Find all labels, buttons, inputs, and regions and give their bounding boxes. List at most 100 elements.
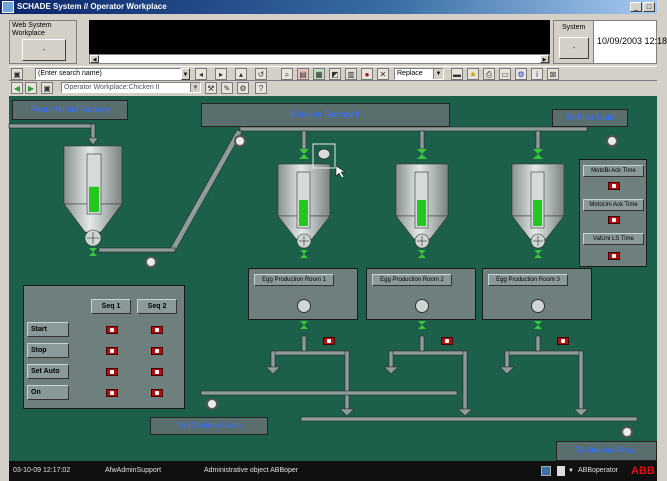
stop-row-label: Stop (27, 343, 69, 358)
from-pellets-label[interactable]: From Pellets Factory (12, 100, 128, 120)
seq1-start-toggle[interactable] (106, 326, 118, 334)
find-icon[interactable]: ⌕ (281, 68, 293, 80)
aspect-icon[interactable]: ⚒ (205, 82, 217, 94)
event-list-icon[interactable]: ▦ (313, 68, 325, 80)
to-fish-tank-label[interactable]: To Fish Tank (552, 109, 628, 127)
motobi-ack-time-button[interactable]: MotoBi Ack Time (583, 165, 644, 177)
seq2-on-toggle[interactable] (151, 389, 163, 397)
egg-room-2[interactable]: Egg Production Room 2 (366, 268, 476, 320)
window-title: SCHADE System // Operator Workplace (17, 2, 167, 11)
toolbar-row-2: ◀ ▶ ▣ Operator Workplace:Chicken II▼ ⚒ ✎… (9, 81, 657, 95)
alarm-list-icon[interactable]: ▤ (297, 68, 309, 80)
workplace-button[interactable]: - (22, 39, 66, 61)
sequence-panel: Seq 1 Seq 2 Start Stop Set Auto On (23, 285, 185, 409)
trend-icon[interactable]: ◩ (329, 68, 341, 80)
help-icon[interactable]: ? (255, 82, 267, 94)
valuni-status-icon[interactable] (608, 252, 620, 260)
silo-level-bar (417, 200, 426, 226)
silo-level-bar (89, 186, 99, 212)
room-2-fan-icon[interactable] (415, 299, 429, 313)
motouni-ack-time-button[interactable]: MotoUni Ack Time (583, 199, 644, 211)
display-icon[interactable]: ▭ (499, 68, 511, 80)
settings-icon[interactable]: ⚙ (515, 68, 527, 80)
system-label: System (562, 24, 586, 31)
endpoint-marker (145, 256, 157, 268)
nav-forward-icon[interactable]: ▶ (25, 82, 37, 94)
egg-room-2-label[interactable]: Egg Production Room 2 (372, 274, 452, 286)
replace-dropdown-icon[interactable]: ▼ (433, 69, 443, 79)
seq-2-header: Seq 2 (137, 299, 177, 314)
motobi-status-icon[interactable] (608, 182, 620, 190)
system-button[interactable]: - (559, 37, 589, 59)
alarm-banner (89, 20, 550, 54)
toolbar-row-1: ▣ (Enter search name) ▼ ◂ ▸ ▴ ↺ ⌕ ▤ ▦ ◩ … (9, 66, 657, 81)
seq1-on-toggle[interactable] (106, 389, 118, 397)
silence-icon[interactable]: ✕ (377, 68, 389, 80)
nav-back-icon[interactable]: ◀ (11, 82, 23, 94)
workplace-icon[interactable]: ▣ (41, 82, 53, 94)
egg-room-3-label[interactable]: Egg Production Room 3 (488, 274, 568, 286)
replace-select[interactable]: Replace▼ (394, 68, 444, 80)
status-bar: 03-10-09 12:17:02 AfwAdminSupport Admini… (9, 461, 657, 481)
valuni-ls-time-button[interactable]: ValUni LS Time (583, 233, 644, 245)
to-chicken-farm-label[interactable]: To Chicken Farm (150, 417, 268, 435)
start-row-label: Start (27, 322, 69, 337)
keyboard-icon[interactable] (541, 466, 551, 476)
process-graphic: From Pellets Factory Chicken Factory II … (8, 96, 657, 461)
endpoint-marker (621, 426, 633, 438)
favorites-icon[interactable]: ★ (467, 68, 479, 80)
object-browser-icon[interactable]: ▣ (11, 68, 23, 80)
seq2-start-toggle[interactable] (151, 326, 163, 334)
on-row-label: On (27, 385, 69, 400)
search-dropdown-button[interactable]: ▼ (181, 68, 190, 80)
web-system-workplace-panel: Web System Workplace - (9, 20, 77, 64)
forward-icon[interactable]: ▸ (215, 68, 227, 80)
motouni-status-icon[interactable] (608, 216, 620, 224)
egg-room-3[interactable]: Egg Production Room 3 (482, 268, 592, 320)
process-pipes (8, 123, 638, 422)
room-1-fan-icon[interactable] (297, 299, 311, 313)
up-icon[interactable]: ▴ (235, 68, 247, 80)
egg-room-1-label[interactable]: Egg Production Room 1 (254, 274, 334, 286)
acknowledge-icon[interactable]: ● (361, 68, 373, 80)
workplace-select[interactable]: Operator Workplace:Chicken II▼ (61, 82, 201, 93)
banner-scrollbar[interactable]: ◀ ▶ (89, 54, 550, 64)
back-icon[interactable]: ◂ (195, 68, 207, 80)
egg-room-1[interactable]: Egg Production Room 1 (248, 268, 358, 320)
endpoint-marker (234, 135, 246, 147)
scroll-left-button[interactable]: ◀ (90, 55, 99, 63)
room-1-status-icon[interactable] (323, 337, 335, 345)
history-icon[interactable]: ↺ (255, 68, 267, 80)
chicken-factory-label[interactable]: Chicken Factory II (201, 103, 450, 127)
system-datetime: 10/09/2003 12:18 (597, 36, 667, 46)
status-operator[interactable]: ABBoperator (578, 467, 619, 474)
silo-level-bar (299, 200, 308, 226)
seq1-set-auto-toggle[interactable] (106, 368, 118, 376)
maximize-button[interactable]: □ (643, 2, 655, 12)
close-view-icon[interactable]: ⊠ (547, 68, 559, 80)
seq-1-header: Seq 1 (91, 299, 131, 314)
to-omelet-label[interactable]: To Omelet Prod. (556, 441, 657, 461)
report-icon[interactable]: ▥ (345, 68, 357, 80)
user-dropdown-icon[interactable]: ▼ (568, 468, 574, 474)
room-2-status-icon[interactable] (441, 337, 453, 345)
workplace-dropdown-icon[interactable]: ▼ (190, 83, 200, 92)
scroll-right-button[interactable]: ▶ (540, 55, 549, 63)
seq2-set-auto-toggle[interactable] (151, 368, 163, 376)
seq1-stop-toggle[interactable] (106, 347, 118, 355)
tools-icon[interactable]: ⚙ (237, 82, 249, 94)
system-button-area: System - (554, 21, 594, 63)
silo-level-bar (533, 200, 542, 226)
set-auto-row-label: Set Auto (27, 364, 69, 379)
info-icon[interactable]: i (531, 68, 543, 80)
pin-icon[interactable]: ✎ (221, 82, 233, 94)
user-icon[interactable] (557, 466, 565, 476)
room-3-status-icon[interactable] (557, 337, 569, 345)
print-icon[interactable]: ⎙ (483, 68, 495, 80)
room-3-fan-icon[interactable] (531, 299, 545, 313)
seq2-stop-toggle[interactable] (151, 347, 163, 355)
search-input[interactable]: (Enter search name) (35, 68, 181, 80)
save-icon[interactable]: ▬ (451, 68, 463, 80)
minimize-button[interactable]: _ (630, 2, 642, 12)
window-title-bar: SCHADE System // Operator Workplace (0, 0, 657, 14)
